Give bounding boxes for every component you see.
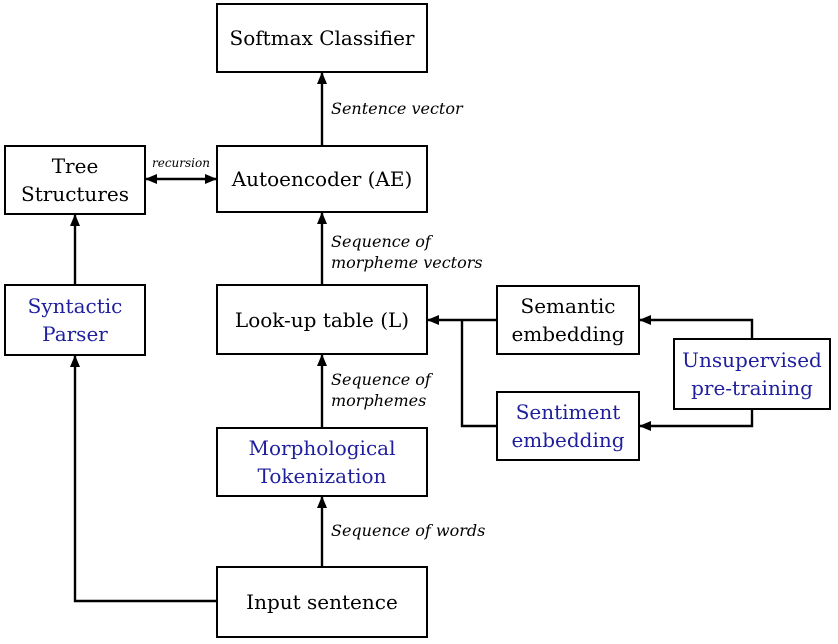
lookup-table-node: Look-up table (L) [216, 284, 428, 355]
arrow-pretrain-to-semantic [639, 315, 754, 338]
semantic-embedding-node: Semantic embedding [496, 285, 640, 355]
autoencoder-node: Autoencoder (AE) [216, 145, 428, 213]
softmax-classifier-node: Softmax Classifier [216, 3, 428, 73]
label-sequence-of-morphemes: Sequence of morphemes [331, 370, 431, 410]
syntactic-parser-node: Syntactic Parser [4, 284, 146, 356]
label-sequence-of-words: Sequence of words [331, 521, 486, 540]
morphological-tokenization-node: Morphological Tokenization [216, 427, 428, 497]
tree-structures-node: Tree Structures [4, 145, 146, 215]
label-sequence-of-morpheme-vectors: Sequence of morpheme vectors [331, 232, 483, 272]
label-recursion: recursion [152, 156, 210, 170]
unsupervised-pretraining-node: Unsupervised pre-training [673, 338, 831, 410]
arrow-input-to-parser [70, 355, 216, 603]
connector-sentiment-to-lookup [460, 320, 496, 428]
arrow-pretrain-to-sentiment [639, 410, 754, 431]
input-sentence-node: Input sentence [216, 566, 428, 638]
sentiment-embedding-node: Sentiment embedding [496, 391, 640, 461]
label-sentence-vector: Sentence vector [331, 99, 463, 118]
